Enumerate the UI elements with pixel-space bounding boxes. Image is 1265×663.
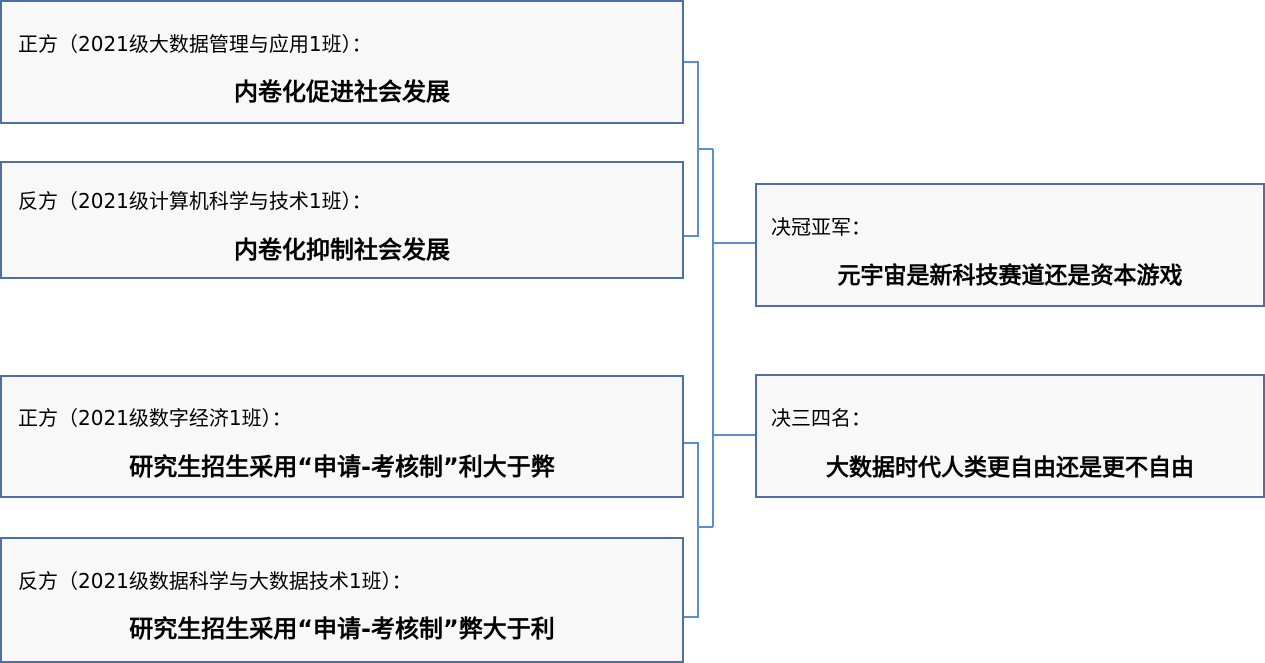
debate-4-side: 反方（2021级数据科学与大数据技术1班）： <box>18 569 412 593</box>
connector-bottom-pair <box>684 442 699 618</box>
debate-3-side: 正方（2021级数字经济1班）： <box>18 406 292 430</box>
final-1-topic: 元宇宙是新科技赛道还是资本游戏 <box>837 263 1183 289</box>
final-1-label: 决冠亚军： <box>771 215 871 239</box>
debate-1-side: 正方（2021级大数据管理与应用1班）： <box>18 32 372 56</box>
debate-2-side: 反方（2021级计算机科学与技术1班）： <box>18 189 372 213</box>
debate-box-2: 反方（2021级计算机科学与技术1班）： 内卷化抑制社会发展 <box>0 161 684 279</box>
debate-4-topic: 研究生招生采用“申请-考核制”弊大于利 <box>129 615 555 643</box>
final-box-championship: 决冠亚军： 元宇宙是新科技赛道还是资本游戏 <box>755 183 1265 307</box>
debate-3-topic: 研究生招生采用“申请-考核制”利大于弊 <box>129 453 555 481</box>
final-2-topic: 大数据时代人类更自由还是更不自由 <box>826 455 1194 481</box>
final-box-third-place: 决三四名： 大数据时代人类更自由还是更不自由 <box>755 374 1265 498</box>
final-2-label: 决三四名： <box>771 406 871 430</box>
debate-box-1: 正方（2021级大数据管理与应用1班）： 内卷化促进社会发展 <box>0 0 684 124</box>
debate-1-topic: 内卷化促进社会发展 <box>234 78 450 106</box>
debate-2-topic: 内卷化抑制社会发展 <box>234 236 450 264</box>
connector-top-pair <box>684 61 699 237</box>
debate-box-4: 反方（2021级数据科学与大数据技术1班）： 研究生招生采用“申请-考核制”弊大… <box>0 537 684 663</box>
debate-box-3: 正方（2021级数字经济1班）： 研究生招生采用“申请-考核制”利大于弊 <box>0 375 684 498</box>
